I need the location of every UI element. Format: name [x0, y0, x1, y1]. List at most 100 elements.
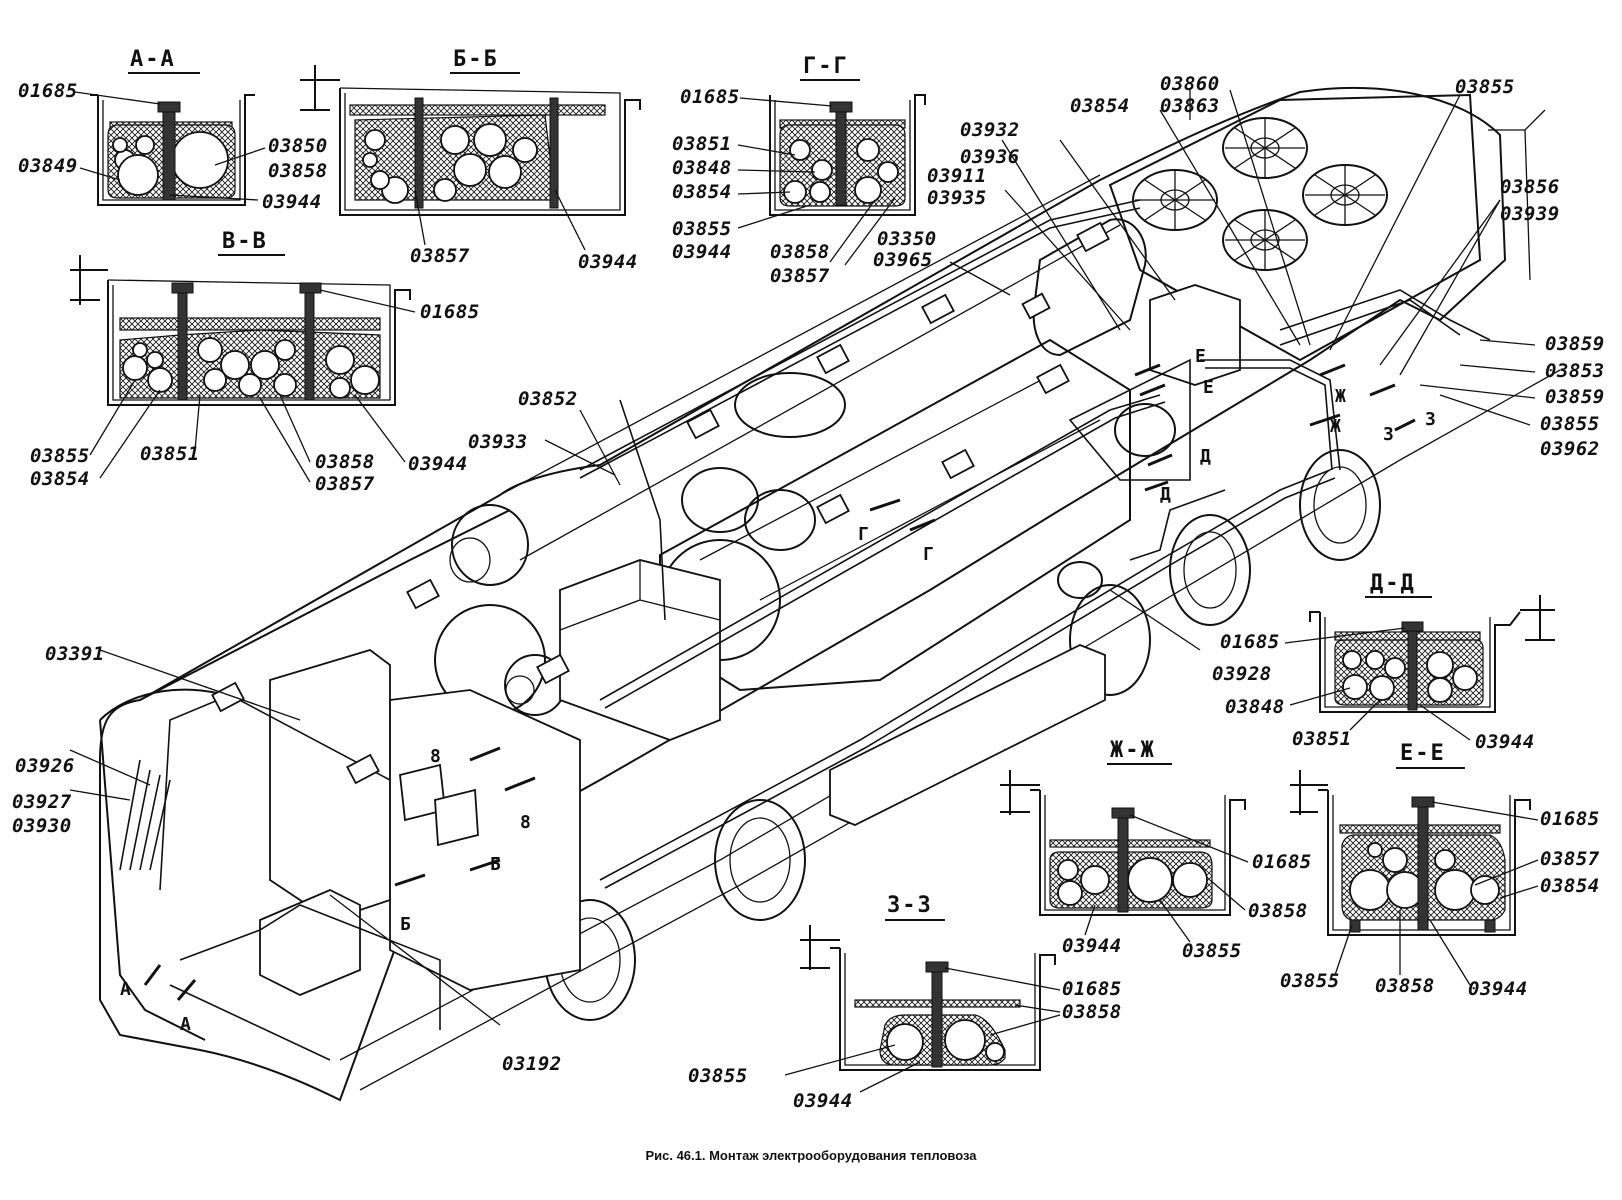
vv-label: 03855	[30, 445, 90, 467]
zz-label: 03944	[793, 1090, 853, 1112]
label-03855: 03855	[1540, 413, 1600, 435]
main-cable-route	[599, 394, 1166, 709]
wheel-inner	[1313, 466, 1367, 544]
aa-label: 03849	[18, 155, 78, 177]
label-03927: 03927	[12, 791, 72, 813]
cut-mark-g: Г	[923, 544, 934, 565]
leader-lines	[69, 88, 1546, 1026]
cable-routes	[119, 199, 1491, 1061]
section-dd: Д-Д 01685 03848 03851 03944	[1220, 571, 1555, 753]
cut-mark-v: 8	[430, 746, 441, 767]
label-03391: 03391	[45, 643, 105, 665]
cut-mark-b: Б	[490, 854, 501, 875]
label-03930: 03930	[12, 815, 72, 837]
vv-label: 03944	[408, 453, 468, 475]
cut-mark-z: 3	[1383, 424, 1394, 445]
junction-box	[1149, 284, 1241, 386]
gg-label: 03857	[770, 265, 830, 287]
gg-label: 03858	[770, 241, 830, 263]
turbo-unit	[744, 489, 816, 551]
vv-label: 03851	[140, 443, 200, 465]
label-03856: 03856	[1500, 176, 1560, 198]
wheel	[1069, 584, 1151, 696]
bb-label: 03944	[578, 251, 638, 273]
turbo-unit	[681, 467, 759, 533]
ee-label: 03858	[1375, 975, 1435, 997]
gg-label: 01685	[680, 86, 740, 108]
wheel	[1299, 449, 1381, 561]
aa-label: 03944	[262, 191, 322, 213]
ee-label: 03855	[1280, 970, 1340, 992]
fan	[1222, 117, 1308, 179]
cut-mark-a: A	[180, 1014, 191, 1035]
label-03926: 03926	[15, 755, 75, 777]
label-03192: 03192	[502, 1053, 562, 1075]
motor	[1114, 403, 1176, 457]
high-voltage-chamber	[389, 689, 581, 991]
section-vv-title: B-B	[222, 229, 268, 254]
label-03965: 03965	[873, 249, 933, 271]
cut-mark-v: 8	[520, 812, 531, 833]
label-03855: 03855	[1455, 76, 1515, 98]
loop-cable	[1068, 358, 1191, 481]
zhzh-label: 03858	[1248, 900, 1308, 922]
wheel-inner	[729, 817, 791, 903]
label-03859: 03859	[1545, 386, 1605, 408]
section-vv: B-B 01685 03855 03854 03851 03858 03857 …	[30, 229, 480, 495]
fan	[1132, 169, 1218, 231]
cut-mark-e: E	[1203, 377, 1214, 398]
label-03911: 03911	[927, 165, 987, 187]
dd-label: 03851	[1292, 728, 1352, 750]
section-bb-title: Б-Б	[453, 47, 499, 72]
zhzh-label: 01685	[1252, 851, 1312, 873]
reservoir-cylinder	[1032, 218, 1147, 357]
ee-label: 03857	[1540, 848, 1600, 870]
small-unit	[1057, 561, 1103, 599]
section-zhzh: Ж-Ж 01685 03858 03944 03855	[1000, 738, 1312, 962]
dd-label: 03944	[1475, 731, 1535, 753]
auxiliary-machines	[434, 218, 1176, 716]
label-03935: 03935	[927, 187, 987, 209]
vertical-drop	[619, 399, 666, 621]
section-ee: E-E 01685 03857 03854 03855 03858 03944	[1280, 741, 1600, 1000]
wheel	[714, 799, 806, 921]
section-aa: A-A 01685 03849 03850 03858 03944	[18, 47, 328, 213]
section-zz: З-З 01685 03858 03855 03944	[688, 893, 1122, 1112]
label-03852: 03852	[518, 388, 578, 410]
connector-boxes	[211, 221, 1110, 785]
main-labels: 03932 03936 03911 03935 03350 03965 0385…	[12, 73, 1605, 1075]
rear-riser	[1200, 359, 1341, 471]
lower-cable-duct	[599, 469, 1336, 889]
section-zhzh-title: Ж-Ж	[1110, 738, 1156, 763]
section-aa-title: A-A	[130, 47, 176, 72]
cut-mark-b: Б	[400, 914, 411, 935]
branch-cable	[1129, 489, 1226, 561]
dd-label: 01685	[1220, 631, 1280, 653]
aa-label: 03858	[268, 160, 328, 182]
vv-label: 01685	[420, 301, 480, 323]
cut-mark-z: 3	[1425, 409, 1436, 430]
electrical-cabinets	[259, 284, 1241, 996]
cooling-fans	[1132, 117, 1388, 271]
zz-label: 03858	[1062, 1001, 1122, 1023]
radiator-housing	[1108, 93, 1482, 362]
zz-label: 03855	[688, 1065, 748, 1087]
zhzh-label: 03855	[1182, 940, 1242, 962]
cut-mark-d: Д	[1160, 484, 1171, 505]
aa-label: 01685	[18, 80, 78, 102]
motor	[451, 504, 529, 586]
cut-mark-e: E	[1195, 346, 1206, 367]
rear-cable	[1279, 289, 1491, 346]
label-03936: 03936	[960, 146, 1020, 168]
section-bb: Б-Б 03857 03944	[300, 47, 641, 273]
ee-label: 03944	[1468, 978, 1528, 1000]
air-filter	[734, 372, 846, 438]
label-03863: 03863	[1160, 95, 1220, 117]
gg-label: 03944	[672, 241, 732, 263]
section-cut-marks: E E Д Д Г Г 8 8 Б Б A A Ж Ж 3 3	[120, 346, 1436, 1035]
vv-label: 03854	[30, 468, 90, 490]
gg-label: 03854	[672, 181, 732, 203]
label-03854: 03854	[1070, 95, 1130, 117]
terminal-block	[434, 788, 479, 847]
